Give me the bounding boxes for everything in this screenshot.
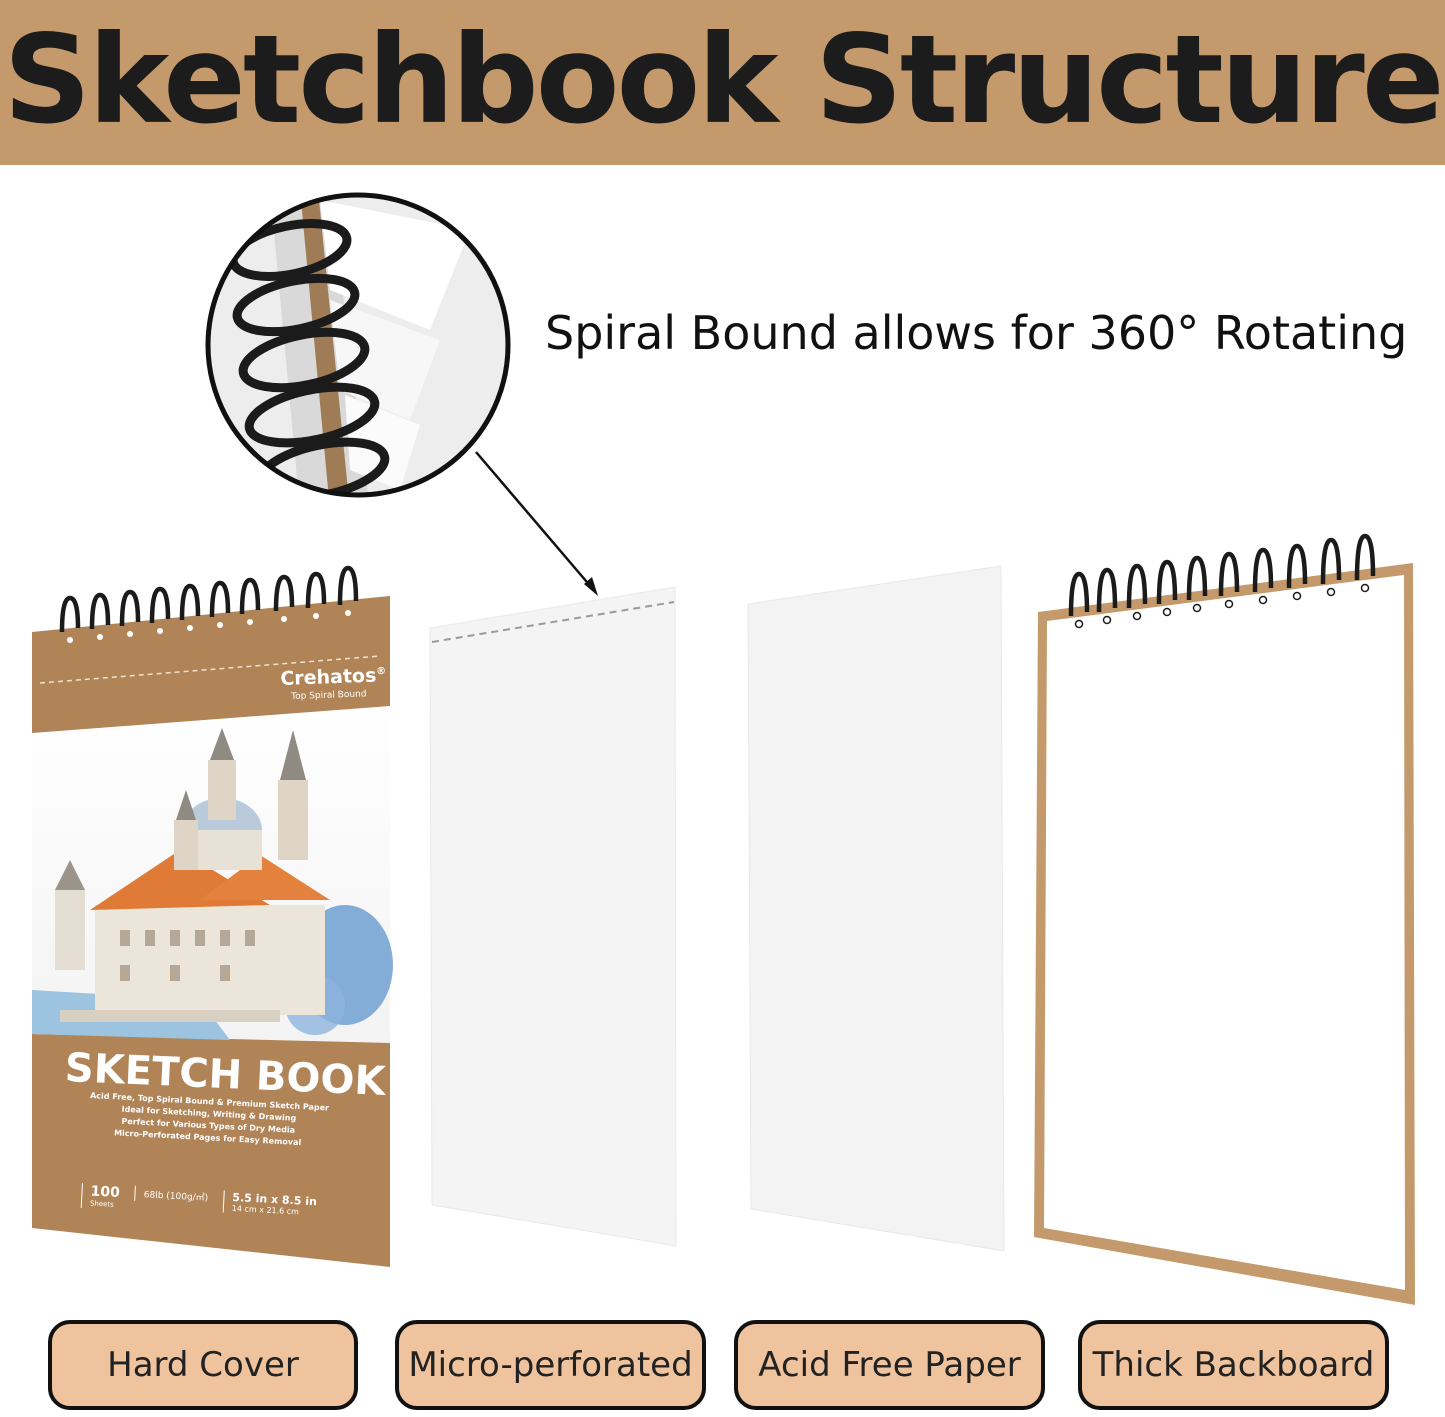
registered-mark: ®	[375, 665, 387, 678]
pointer-arrow-icon	[475, 451, 598, 596]
header-banner: Sketchbook Structure	[0, 0, 1445, 165]
cover-brand: Crehatos®	[280, 664, 387, 690]
spec-weight-value: 68lb (100g/㎡)	[143, 1190, 209, 1204]
acid-free-sheet	[747, 565, 1005, 1252]
backboard	[1034, 533, 1415, 1305]
label-thick-backboard: Thick Backboard	[1078, 1320, 1389, 1410]
front-cover	[32, 565, 393, 1267]
perforated-sheet	[429, 586, 677, 1247]
spiral-callout-text: Spiral Bound allows for 360° Rotating	[545, 306, 1408, 360]
page-title: Sketchbook Structure	[3, 9, 1444, 151]
spec-size: 5.5 in x 8.5 in 14 cm x 21.6 cm	[222, 1190, 318, 1218]
spiral-closeup-icon	[205, 192, 511, 498]
spec-sheets: 100 Sheets	[80, 1183, 121, 1210]
spec-sheets-unit: Sheets	[89, 1199, 115, 1209]
label-acid-free-paper: Acid Free Paper	[734, 1320, 1045, 1410]
label-micro-perforated: Micro-perforated	[395, 1320, 706, 1410]
spec-sheets-value: 100	[90, 1183, 121, 1201]
spec-weight: 68lb (100g/㎡)	[134, 1185, 209, 1205]
label-hard-cover: Hard Cover	[48, 1320, 358, 1410]
